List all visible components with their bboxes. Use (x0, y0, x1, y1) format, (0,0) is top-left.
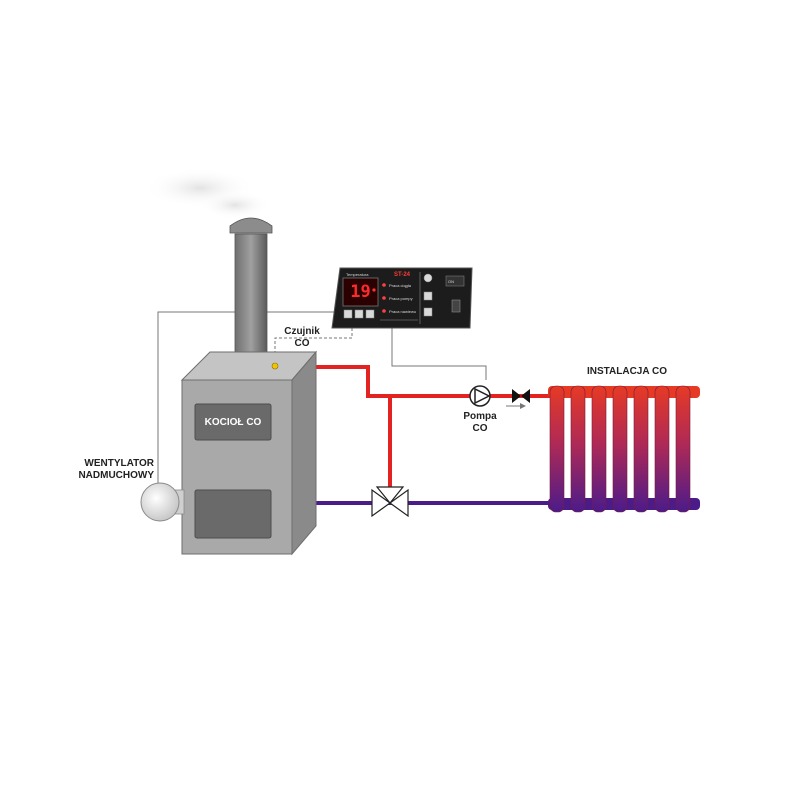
controller (331, 267, 473, 329)
controller-header-text: Temperatura (346, 272, 369, 277)
sensor-wire (274, 324, 353, 364)
fan (140, 482, 185, 522)
boiler-upper-door (194, 403, 272, 441)
pump-label: Pompa CO (458, 411, 502, 435)
controller-buttons (343, 309, 375, 319)
pump (469, 385, 491, 407)
pump-wire (391, 324, 487, 380)
supply-pipe (312, 365, 552, 398)
fan-label-line2: NADMUCHOWY (78, 470, 154, 481)
fan-wire (157, 311, 334, 488)
three-way-valve (371, 486, 409, 518)
sensor-label-line2: CO (294, 338, 310, 349)
controller-side-buttons (423, 273, 433, 317)
boiler (180, 350, 318, 556)
sensor-dot (271, 362, 279, 370)
fan-label-line1: WENTYLATOR (84, 458, 154, 469)
pump-label-line2: CO (472, 423, 488, 434)
controller-power-switch (451, 299, 461, 313)
radiator (548, 385, 700, 513)
smoke (145, 168, 270, 219)
controller-indicator-2: Praca pompy (389, 296, 413, 301)
boiler-label: KOCIOŁ CO (204, 416, 262, 428)
pipes (312, 365, 552, 505)
radiator-sections (549, 385, 691, 513)
controller-indicator-1: Praca ciągła (389, 283, 412, 288)
control-wires (157, 311, 487, 488)
chimney (229, 217, 273, 367)
controller-display-value: 19 (350, 282, 371, 302)
installation-label: INSTALACJA CO (587, 366, 667, 377)
controller-display-frame (342, 277, 379, 307)
sensor-label: Czujnik CO (280, 326, 324, 350)
fan-label: WENTYLATOR NADMUCHOWY (70, 458, 154, 482)
boiler-lower-door (194, 489, 272, 539)
sensor-label-line1: Czujnik (284, 326, 320, 337)
pump-label-line1: Pompa (463, 411, 497, 422)
controller-indicator-3: Praca nawiewu (389, 309, 417, 314)
check-valve (506, 389, 530, 409)
controller-indicator-leds (382, 283, 386, 313)
controller-mini-label: ON (448, 279, 454, 284)
controller-brand: ST-24 (394, 272, 411, 278)
